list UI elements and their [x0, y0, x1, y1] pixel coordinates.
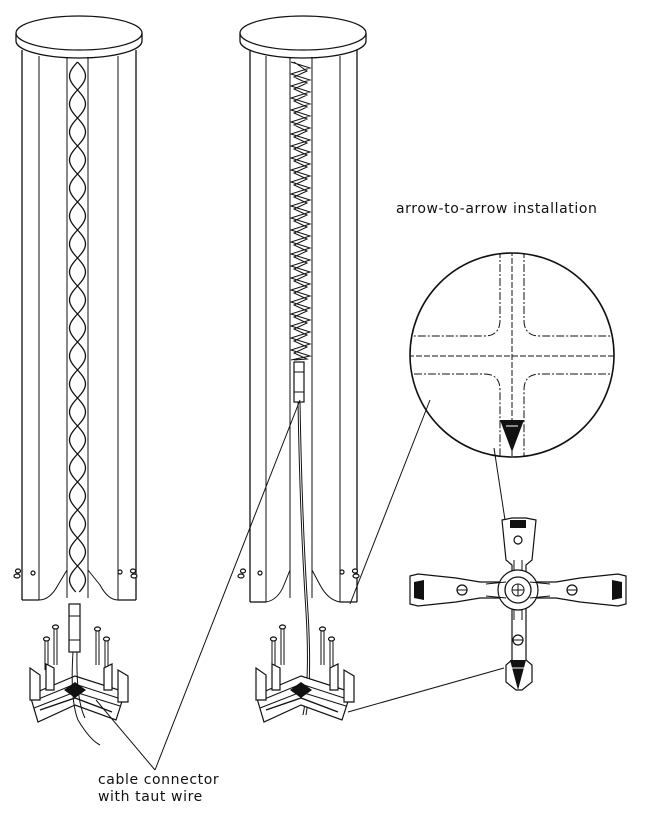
middle-pole	[237, 15, 367, 716]
left-pole-cap-top	[15, 15, 143, 51]
middle-pole-cap-top	[239, 15, 367, 51]
middle-base-assembly	[255, 624, 355, 723]
middle-coiled-wire	[289, 61, 312, 361]
cross-base-top-view	[409, 517, 627, 691]
middle-pole-screws	[237, 568, 360, 579]
left-pole-cap-rim	[15, 33, 143, 59]
magnified-arrow	[500, 420, 524, 452]
arrow-detail-magnifier	[409, 252, 615, 458]
arrow-installation-label: arrow-to-arrow installation	[396, 201, 598, 217]
left-pole-screws	[13, 568, 138, 579]
cable-connector-label: cable connector with taut wire	[98, 772, 219, 806]
cable-label-line-1: cable connector	[98, 772, 220, 788]
middle-loose-wire	[297, 401, 308, 716]
left-pole	[13, 15, 143, 601]
left-cable-connector	[68, 603, 81, 653]
leader-lines	[95, 399, 506, 771]
middle-base-bolts	[269, 624, 336, 670]
middle-cable-connector	[293, 361, 305, 403]
left-base-assembly	[29, 603, 129, 746]
left-twisted-wire	[68, 61, 87, 593]
cable-label-line-2: with taut wire	[98, 789, 203, 805]
